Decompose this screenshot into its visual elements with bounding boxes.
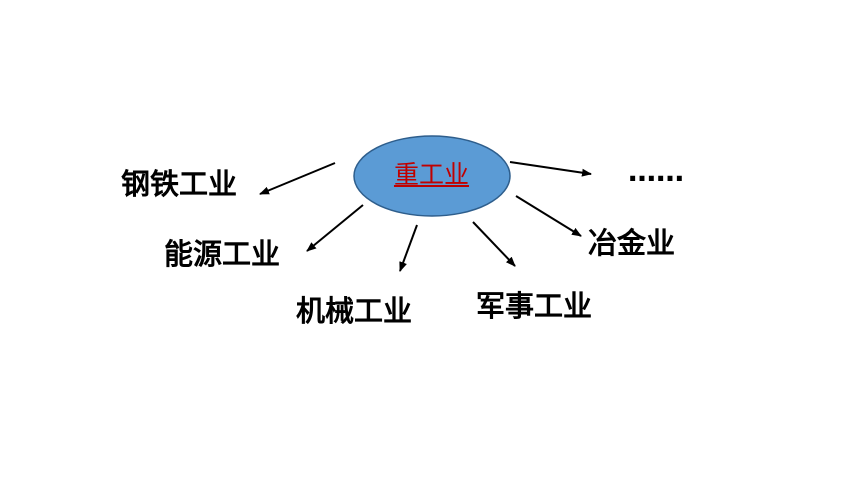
- branch-label-energy: 能源工业: [164, 237, 281, 271]
- arrow-to-steel: [259, 162, 336, 195]
- branch-label-military: 军事工业: [476, 289, 593, 323]
- arrow-to-metallurgy: [515, 195, 582, 237]
- arrow-to-energy: [306, 204, 364, 252]
- center-node-label: 重工业: [393, 160, 469, 189]
- branch-label-machinery: 机械工业: [296, 294, 413, 328]
- branch-label-metallurgy: 冶金业: [588, 226, 676, 260]
- arrow-to-more: [509, 161, 592, 177]
- center-node: [353, 135, 511, 217]
- arrow-to-machinery: [399, 224, 418, 272]
- branch-label-more: ……: [628, 155, 684, 188]
- arrow-to-military: [472, 221, 516, 267]
- branch-label-steel: 钢铁工业: [121, 167, 238, 201]
